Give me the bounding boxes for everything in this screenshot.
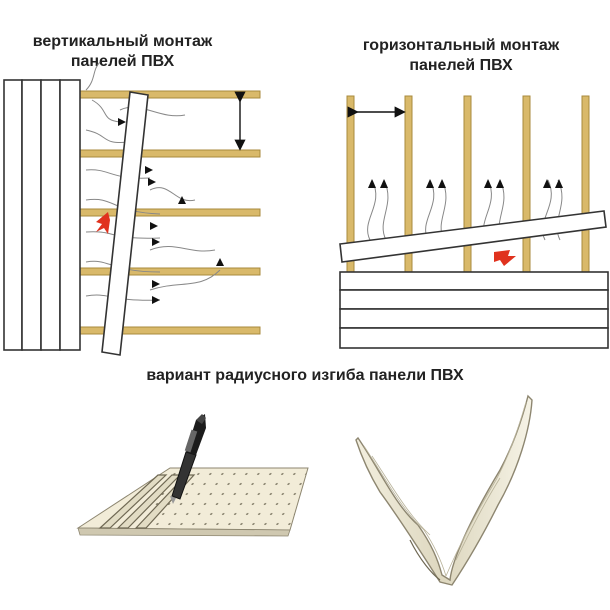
horizontal-mount-title-line2: панелей ПВХ xyxy=(409,57,513,74)
vertical-mount-title-line1: вертикальный монтаж xyxy=(32,33,213,50)
batten xyxy=(79,267,261,276)
vertical-panel xyxy=(21,79,42,351)
horizontal-panel xyxy=(339,327,609,349)
batten xyxy=(79,90,261,99)
panel-cutting-illustration xyxy=(76,414,309,537)
vertical-panel xyxy=(3,79,23,351)
batten xyxy=(79,149,261,158)
batten xyxy=(404,95,413,293)
vertical-mount-title-line2: панелей ПВХ xyxy=(70,53,175,70)
inserted-panel-tilted xyxy=(339,210,607,263)
horizontal-mount-title-line1: горизонтальный монтаж xyxy=(362,37,560,54)
radius-bend-title: вариант радиусного изгиба панели ПВХ xyxy=(146,367,464,384)
bent-panel-illustration xyxy=(355,394,533,586)
airflow-arrows-horizontal xyxy=(368,179,563,188)
batten xyxy=(522,95,531,293)
horizontal-panel xyxy=(339,289,609,310)
vertical-mount-diagram xyxy=(3,61,261,356)
wood-battens-vertical xyxy=(346,95,590,293)
batten xyxy=(346,95,355,293)
inserted-panel-tilted xyxy=(101,91,149,356)
wood-battens-horizontal xyxy=(79,90,261,335)
batten xyxy=(581,95,590,293)
horizontal-mount-title: горизонтальный монтаж панелей ПВХ xyxy=(330,36,592,76)
bent-panel xyxy=(355,394,533,586)
vertical-mount-title: вертикальный монтаж панелей ПВХ xyxy=(0,32,245,72)
vertical-panel xyxy=(40,79,61,351)
batten xyxy=(463,95,472,293)
insert-arrow-icon xyxy=(96,212,110,234)
vertical-panels xyxy=(3,79,81,351)
insert-arrow-icon xyxy=(494,250,516,266)
utility-knife-icon xyxy=(170,414,206,504)
horizontal-panel xyxy=(339,308,609,329)
horizontal-panels xyxy=(339,271,609,349)
horizontal-mount-diagram xyxy=(339,95,609,349)
vertical-panel xyxy=(59,79,81,351)
horizontal-panel xyxy=(339,271,609,291)
